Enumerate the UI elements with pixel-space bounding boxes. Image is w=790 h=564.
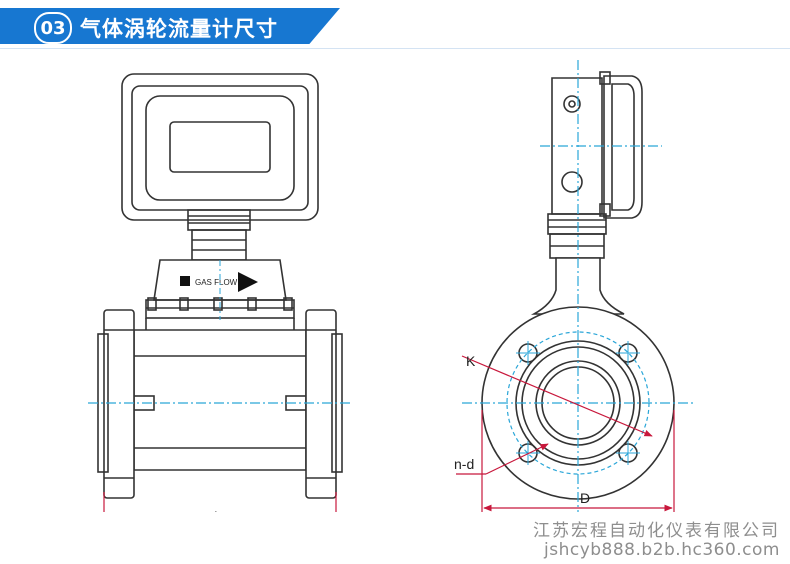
right-flange — [305, 309, 337, 499]
left-flange — [103, 309, 135, 499]
k-dimension-line — [461, 355, 653, 437]
section-header: 03 气体涡轮流量计尺寸 — [0, 0, 790, 52]
k-label: K — [466, 353, 476, 369]
watermark-company: 江苏宏程自动化仪表有限公司 — [533, 521, 780, 541]
side-center-lines — [462, 60, 694, 512]
cable-port — [561, 171, 583, 193]
nd-leader-line — [485, 443, 549, 475]
side-neck — [530, 257, 625, 315]
flow-arrow-icon — [238, 272, 258, 292]
nameplate-square-icon — [180, 276, 190, 286]
bolt-row — [147, 297, 293, 311]
display-window — [169, 121, 271, 173]
display-housing — [121, 73, 319, 221]
dimension-drawing: GAS FLOW L — [88, 60, 694, 512]
header-banner — [0, 8, 340, 44]
neck — [191, 229, 247, 261]
bolt-circle — [506, 331, 650, 475]
header-divider — [0, 48, 790, 49]
section-number-badge: 03 — [34, 12, 72, 44]
side-collar — [547, 213, 607, 235]
pipe-body — [133, 329, 307, 471]
watermark-website: jshcyb888.b2b.hc360.com — [544, 540, 780, 560]
nameplate-text: GAS FLOW — [195, 278, 238, 287]
length-label: L — [214, 508, 222, 512]
diameter-label: D — [580, 490, 590, 506]
gland-screw — [563, 95, 581, 113]
section-title: 气体涡轮流量计尺寸 — [80, 17, 278, 41]
front-view — [97, 73, 343, 499]
nd-label: n-d — [454, 456, 474, 472]
display-bezel — [145, 95, 295, 201]
